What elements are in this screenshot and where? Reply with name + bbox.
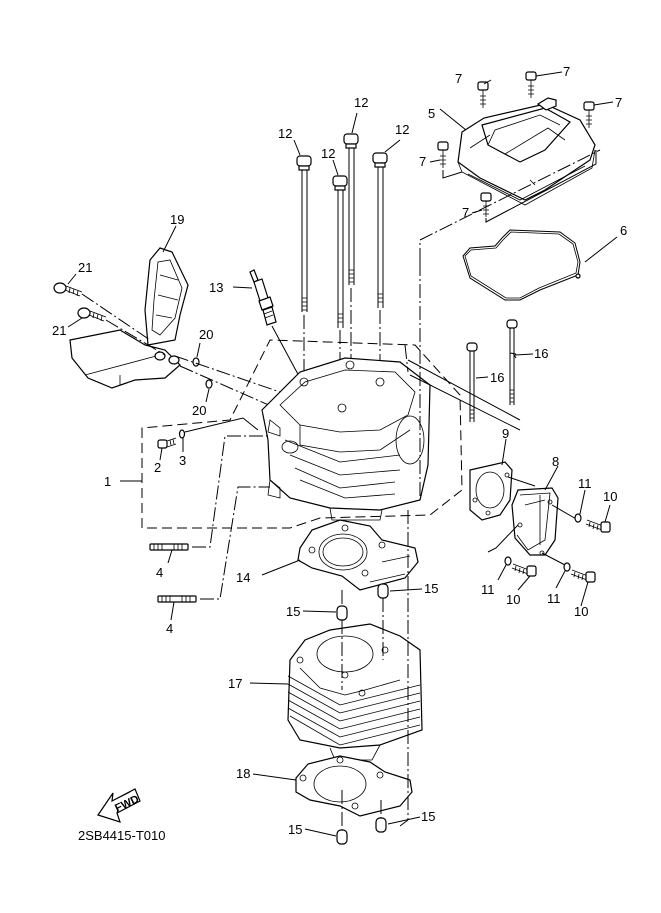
cylinder[interactable] [287, 623, 423, 761]
callout-3: 3 [179, 453, 186, 468]
bracket[interactable] [69, 247, 189, 389]
base-gasket[interactable] [295, 755, 413, 817]
callout-10c: 10 [574, 604, 588, 619]
callout-5: 5 [428, 106, 435, 121]
callout-12d: 12 [395, 122, 409, 137]
callout-15a: 15 [424, 581, 438, 596]
cover-gasket[interactable] [462, 229, 581, 301]
callout-17: 17 [228, 676, 242, 691]
callout-4b: 4 [166, 621, 173, 636]
cover-bolts[interactable] [437, 71, 595, 217]
callout-11c: 11 [547, 591, 561, 606]
forward-arrow-icon: FWD [97, 788, 141, 823]
callout-6: 6 [620, 223, 627, 238]
callout-16b: 16 [490, 370, 504, 385]
callout-16a: 16 [534, 346, 548, 361]
callout-10a: 10 [603, 489, 617, 504]
callout-14: 14 [236, 570, 250, 585]
small-bolt[interactable] [157, 437, 177, 449]
head-gasket[interactable] [297, 519, 419, 591]
cylinder-head[interactable] [261, 357, 431, 521]
drawing-code: 2SB4415-T010 [78, 828, 165, 843]
callout-7c: 7 [615, 95, 622, 110]
callout-7b: 7 [563, 64, 570, 79]
side-cover-washers[interactable] [504, 513, 582, 572]
callout-11b: 11 [481, 582, 495, 597]
callout-12a: 12 [278, 126, 292, 141]
callout-4a: 4 [156, 565, 163, 580]
callout-15d: 15 [421, 809, 435, 824]
leader-lines [67, 71, 618, 837]
small-washer[interactable] [178, 429, 186, 439]
callout-2: 2 [154, 460, 161, 475]
callout-15b: 15 [286, 604, 300, 619]
head-bolts[interactable] [296, 133, 388, 328]
callout-13: 13 [209, 280, 223, 295]
callout-1: 1 [104, 474, 111, 489]
callout-19: 19 [170, 212, 184, 227]
callout-15c: 15 [288, 822, 302, 837]
callout-labels: 1 2 3 4 4 5 6 7 7 7 7 7 8 9 10 10 10 11 … [52, 64, 627, 837]
callout-12c: 12 [321, 146, 335, 161]
callout-21b: 21 [52, 323, 66, 338]
callout-11a: 11 [578, 476, 592, 491]
bracket-bolts[interactable] [53, 282, 107, 322]
spark-plug[interactable] [249, 269, 277, 326]
fwd-label: FWD [113, 793, 141, 814]
side-cover[interactable] [511, 487, 559, 556]
callout-21a: 21 [78, 260, 92, 275]
dowel-pins[interactable] [336, 583, 389, 845]
head-assembly-boundary [141, 339, 463, 529]
callout-20a: 20 [199, 327, 213, 342]
callout-9: 9 [502, 426, 509, 441]
callout-7e: 7 [462, 205, 469, 220]
callout-12b: 12 [354, 95, 368, 110]
side-cover-gasket[interactable] [469, 461, 513, 521]
callout-7a: 7 [455, 71, 462, 86]
stud-bolts[interactable] [149, 543, 197, 603]
callout-10b: 10 [506, 592, 520, 607]
long-bolts[interactable] [466, 319, 518, 422]
callout-8: 8 [552, 454, 559, 469]
callout-20b: 20 [192, 403, 206, 418]
callout-18: 18 [236, 766, 250, 781]
cylinder-head-cover[interactable] [457, 97, 596, 206]
bracket-washers[interactable] [192, 357, 213, 389]
callout-7d: 7 [419, 154, 426, 169]
